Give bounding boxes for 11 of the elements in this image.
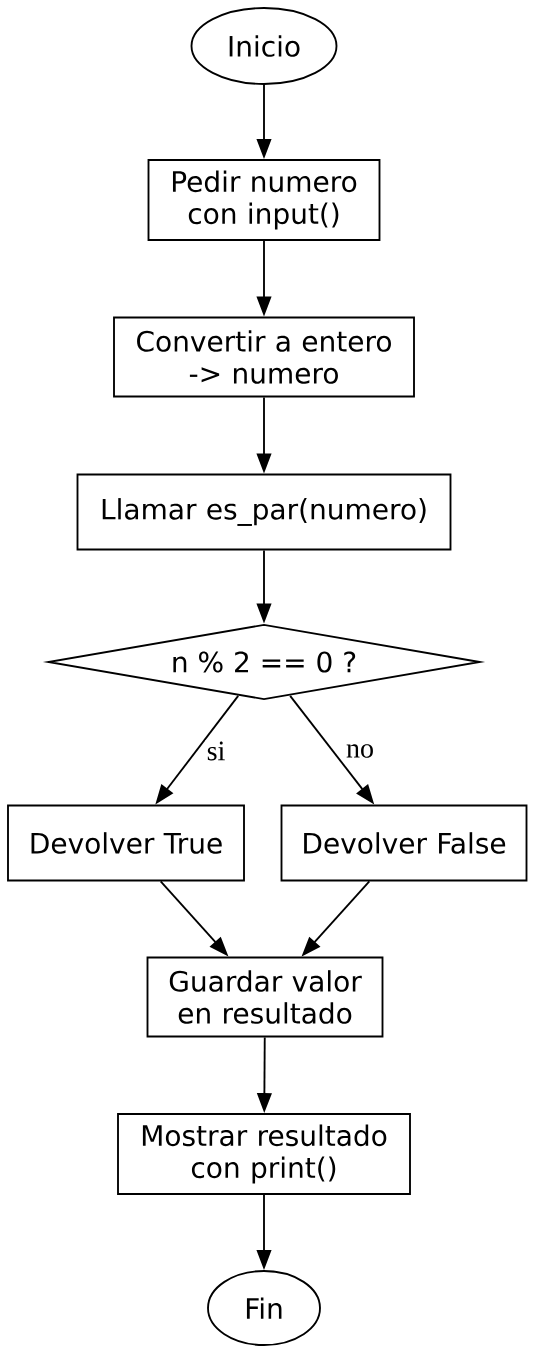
process-box: Llamar es_par(numero) [76,473,452,551]
process-box: Pedir numero con input() [147,159,381,241]
terminal-oval: Inicio [190,7,338,85]
process-box: Convertir a entero -> numero [113,316,415,398]
terminal-oval: Fin [207,1270,321,1346]
edge-label: si [205,740,227,762]
edge-label: no [344,742,376,760]
process-box: Devolver False [280,804,528,882]
process-box: Mostrar resultado con print() [117,1113,411,1195]
process-box: Guardar valor en resultado [146,956,384,1038]
process-box: Devolver True [7,804,245,882]
